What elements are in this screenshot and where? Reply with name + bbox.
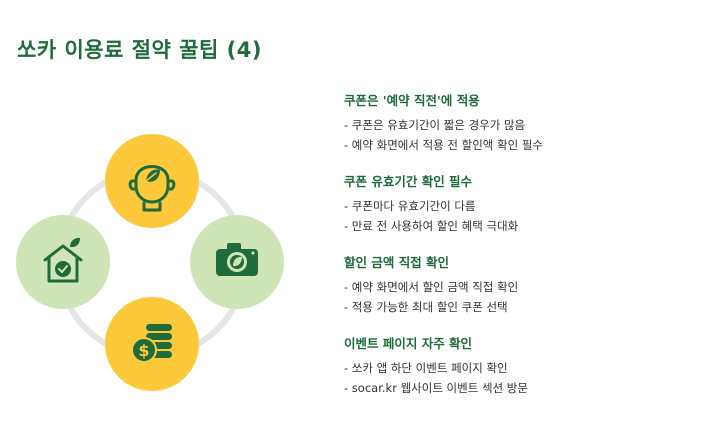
tips-diagram: $	[16, 134, 284, 391]
section-item: - socar.kr 웹사이트 이벤트 섹션 방문	[344, 381, 528, 395]
section-item: - 적용 가능한 최대 할인 쿠폰 선택	[344, 300, 508, 314]
camera-leaf-icon	[216, 243, 258, 276]
svg-text:$: $	[138, 341, 149, 360]
tip-section-coupon-expiry: 쿠폰 유효기간 확인 필수 - 쿠폰마다 유효기간이 다름 - 만료 전 사용하…	[344, 171, 704, 233]
section-title: 할인 금액 직접 확인	[344, 255, 450, 270]
money-coins-node: $	[105, 297, 199, 391]
tip-section-event-page: 이벤트 페이지 자주 확인 - 쏘카 앱 하단 이벤트 페이지 확인 - soc…	[344, 333, 704, 395]
section-item: - 예약 화면에서 적용 전 할인액 확인 필수	[344, 138, 544, 152]
house-check-icon	[43, 237, 83, 283]
section-item: - 쿠폰은 유효기간이 짧은 경우가 많음	[344, 118, 526, 132]
tip-section-discount-check: 할인 금액 직접 확인 - 예약 화면에서 할인 금액 직접 확인 - 적용 가…	[344, 252, 704, 314]
section-item: - 쿠폰마다 유효기간이 다름	[344, 199, 476, 213]
person-leaf-node	[105, 134, 199, 228]
house-check-node	[16, 215, 110, 309]
section-item: - 쏘카 앱 하단 이벤트 페이지 확인	[344, 361, 508, 375]
section-item: - 예약 화면에서 할인 금액 직접 확인	[344, 280, 519, 294]
money-coins-icon: $	[131, 324, 172, 363]
camera-leaf-node	[190, 215, 284, 309]
section-item: - 만료 전 사용하여 할인 혜택 극대화	[344, 219, 519, 233]
section-title: 이벤트 페이지 자주 확인	[344, 336, 473, 351]
page-title: 쏘카 이용료 절약 꿀팁 (4)	[17, 38, 262, 62]
tip-section-coupon-timing: 쿠폰은 '예약 직전'에 적용 - 쿠폰은 유효기간이 짧은 경우가 많음 - …	[344, 90, 704, 152]
section-title: 쿠폰은 '예약 직전'에 적용	[344, 93, 480, 108]
person-leaf-icon	[128, 165, 176, 212]
section-title: 쿠폰 유효기간 확인 필수	[344, 174, 473, 189]
